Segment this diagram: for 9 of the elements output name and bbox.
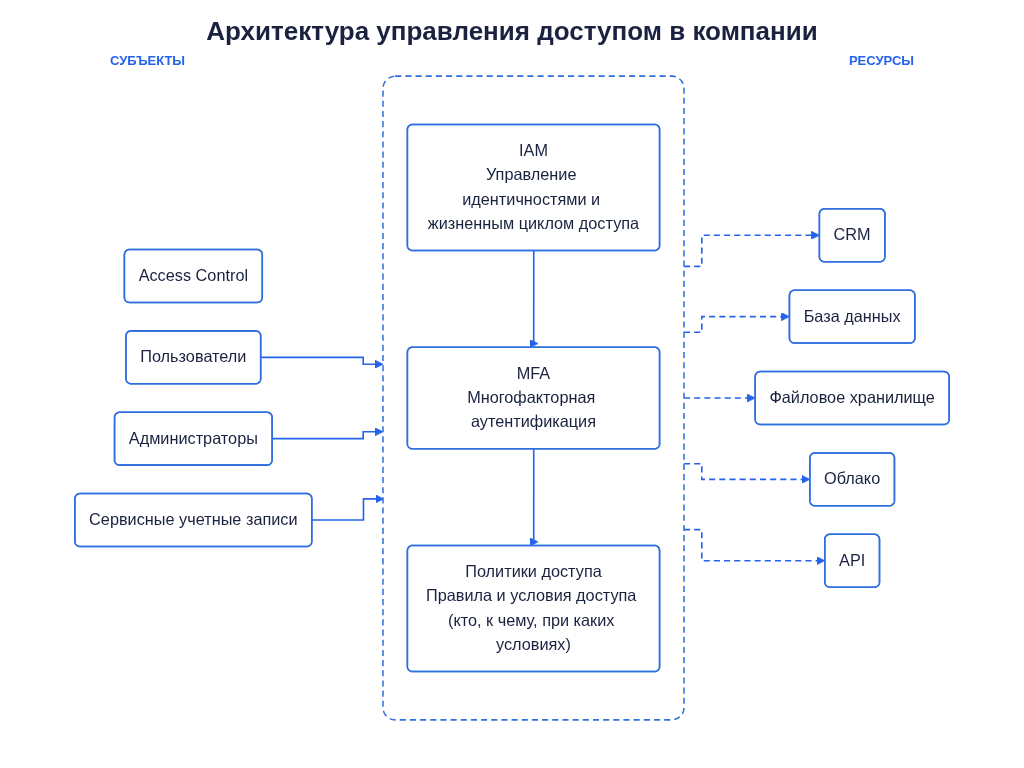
arrow — [683, 393, 756, 403]
section-heading: РЕСУРСЫ — [848, 53, 914, 68]
arrow — [529, 250, 539, 349]
section-heading: СУБЪЕКТЫ — [110, 53, 186, 68]
diagram-title: Архитектура управления доступом в компании — [205, 16, 819, 47]
cluster — [382, 75, 685, 721]
arrow — [683, 230, 820, 268]
arrow — [683, 312, 790, 333]
arrow — [529, 448, 539, 547]
